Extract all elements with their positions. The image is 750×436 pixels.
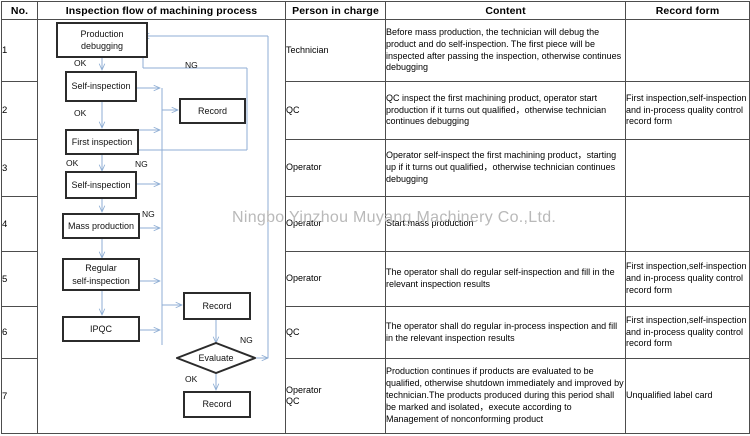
record-form	[625, 19, 750, 82]
header-person: Person in charge	[285, 1, 386, 20]
person-in-charge: Operator	[285, 196, 386, 252]
row-content: Start mass production	[385, 196, 626, 252]
node-label: Record	[202, 300, 232, 311]
person-in-charge: QC	[285, 306, 386, 359]
row-number: 6	[1, 306, 38, 359]
header-no: No.	[1, 1, 38, 20]
row-number: 2	[1, 81, 38, 140]
person-in-charge: QC	[285, 81, 386, 140]
node-label: Evaluate	[198, 353, 234, 363]
flow-node-first-inspection[interactable]: First inspection	[65, 129, 139, 155]
row-content: The operator shall do regular self-inspe…	[385, 251, 626, 307]
node-label-line2: self-inspection	[72, 275, 130, 286]
record-form: Unqualified label card	[625, 358, 750, 434]
record-form	[625, 196, 750, 252]
row-number: 4	[1, 196, 38, 252]
table-row: 4 Operator Start mass production	[1, 196, 750, 252]
flow-node-regular-self-inspection[interactable]: Regular self-inspection	[62, 258, 140, 291]
edge-label-ng-mass-production: NG	[142, 209, 155, 219]
node-label: Record	[202, 399, 232, 410]
flow-node-production-debugging[interactable]: Production debugging	[56, 22, 148, 58]
flow-node-evaluate[interactable]: Evaluate	[176, 342, 256, 374]
edge-label-ok-4: OK	[185, 374, 198, 384]
row-content: The operator shall do regular in-process…	[385, 306, 626, 359]
flow-node-mass-production[interactable]: Mass production	[62, 213, 140, 239]
node-label: Record	[197, 105, 227, 116]
flow-node-record-3[interactable]: Record	[183, 391, 251, 418]
row-number: 1	[1, 19, 38, 82]
flow-node-self-inspection-1[interactable]: Self-inspection	[65, 71, 137, 102]
header-content: Content	[385, 1, 626, 20]
node-label-line1: Production	[80, 28, 124, 39]
row-content: Before mass production, the technician w…	[385, 19, 626, 82]
table-row: 7 Operator QC Production continues if pr…	[1, 358, 750, 434]
node-label: IPQC	[89, 323, 112, 334]
table-row: 2 QC QC inspect the first machining prod…	[1, 81, 750, 140]
person-in-charge: Operator	[285, 251, 386, 307]
flow-node-record-1[interactable]: Record	[179, 98, 246, 124]
node-label-line1: Regular	[85, 263, 117, 274]
edge-label-ok-2: OK	[74, 108, 87, 118]
node-label: Self-inspection	[71, 179, 131, 190]
row-content: Production continues if products are eva…	[385, 358, 626, 434]
row-content: QC inspect the first machining product, …	[385, 81, 626, 140]
person-in-charge: Operator QC	[285, 358, 386, 434]
edge-label-ng-evaluate: NG	[240, 335, 253, 345]
header-record: Record form	[625, 1, 750, 20]
flow-node-record-2[interactable]: Record	[183, 292, 251, 320]
record-form: First inspection,self-inspection and in-…	[625, 251, 750, 307]
record-form: First inspection,self-inspection and in-…	[625, 306, 750, 359]
node-label: Mass production	[67, 220, 135, 231]
node-label-line2: debugging	[80, 41, 124, 51]
row-number: 5	[1, 251, 38, 307]
header-flow: Inspection flow of machining process	[37, 1, 286, 20]
table-row: 3 Operator Operator self-inspect the fir…	[1, 139, 750, 197]
node-label: First inspection	[71, 136, 133, 147]
person-in-charge: Technician	[285, 19, 386, 82]
node-label: Self-inspection	[71, 81, 131, 92]
row-content: Operator self-inspect the first machinin…	[385, 139, 626, 197]
table-row: 6 QC The operator shall do regular in-pr…	[1, 306, 750, 359]
person-in-charge: Operator	[285, 139, 386, 197]
edge-label-ng-top: NG	[185, 60, 198, 70]
table-row: 5 Operator The operator shall do regular…	[1, 251, 750, 307]
record-form: First inspection,self-inspection and in-…	[625, 81, 750, 140]
row-number: 7	[1, 358, 38, 434]
flow-node-self-inspection-2[interactable]: Self-inspection	[65, 171, 137, 199]
row-number: 3	[1, 139, 38, 197]
edge-label-ok-1: OK	[74, 58, 87, 68]
edge-label-ng-first-inspection: NG	[135, 159, 148, 169]
record-form	[625, 139, 750, 197]
flow-node-ipqc[interactable]: IPQC	[62, 316, 140, 342]
table-header-row: No. Inspection flow of machining process…	[1, 1, 750, 20]
edge-label-ok-3: OK	[66, 158, 79, 168]
